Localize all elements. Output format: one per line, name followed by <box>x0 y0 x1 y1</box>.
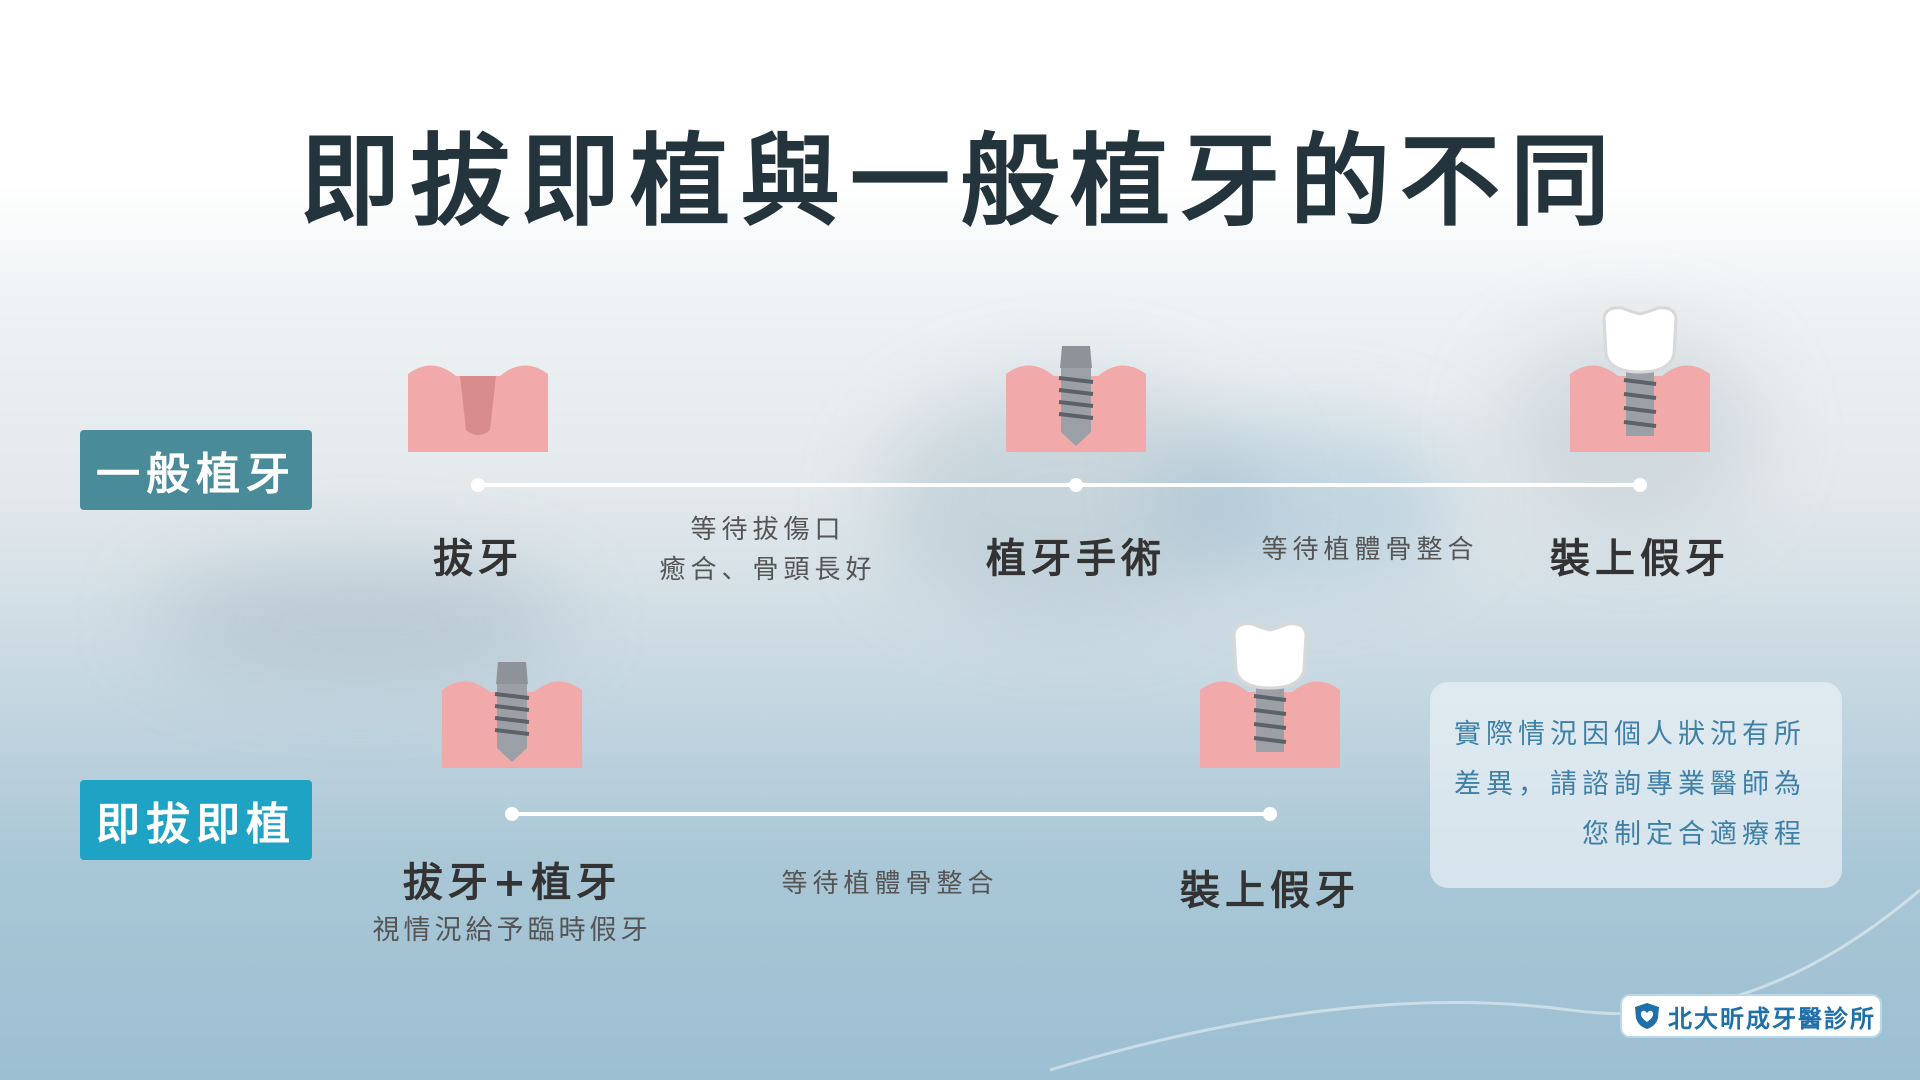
implant-crown-gum-icon <box>1570 306 1710 452</box>
immediate-timeline <box>512 812 1270 816</box>
step-label-extraction: 拔牙 <box>433 536 523 582</box>
step-label-crown: 裝上假牙 <box>1550 536 1730 582</box>
note-line: 您制定合適療程 <box>1582 819 1806 850</box>
implant-crown-gum-icon <box>1200 622 1340 768</box>
timeline-dot <box>1069 478 1083 492</box>
wait-label-osseointegration: 等待植體骨整合 <box>781 869 999 899</box>
wait-label-osseointegration: 等待植體骨整合 <box>1261 535 1479 565</box>
immediate-implant-badge: 即拔即植 <box>80 780 312 860</box>
wait-label-line: 癒合、骨頭長好 <box>659 555 877 585</box>
decorative-curve <box>1050 888 1920 1072</box>
general-implant-badge: 一般植牙 <box>80 430 312 510</box>
step-sublabel-temporary: 視情況給予臨時假牙 <box>372 915 652 946</box>
timeline-dot <box>1263 807 1277 821</box>
wait-label-line: 等待拔傷口 <box>690 515 846 545</box>
step-label-implant-surgery: 植牙手術 <box>986 536 1166 582</box>
timeline-dot <box>1633 478 1647 492</box>
page-title: 即拔即植與一般植牙的不同 <box>300 123 1620 240</box>
implant-post-gum-icon <box>442 662 582 768</box>
implant-post-gum-icon <box>1006 346 1146 452</box>
note-line: 差異，請諮詢專業醫師為 <box>1454 769 1806 800</box>
step-label-extraction-and-implant: 拔牙+植牙 <box>402 860 622 906</box>
timeline-dot <box>505 807 519 821</box>
background-blur <box>150 560 570 680</box>
general-timeline <box>478 483 1640 487</box>
shield-heart-icon <box>1635 1003 1659 1029</box>
step-label-crown: 裝上假牙 <box>1180 868 1360 914</box>
wait-label-healing: 等待拔傷口 癒合、骨頭長好 <box>659 510 876 590</box>
clinic-logo: 北大昕成牙醫診所 <box>1620 994 1882 1038</box>
background-blur <box>1160 420 1460 580</box>
extracted-tooth-gum-icon <box>408 365 548 452</box>
timeline-dot <box>471 478 485 492</box>
disclaimer-note: 實際情況因個人狀況有所 差異，請諮詢專業醫師為 您制定合適療程 <box>1430 682 1842 888</box>
clinic-name: 北大昕成牙醫診所 <box>1668 1004 1876 1033</box>
note-line: 實際情況因個人狀況有所 <box>1454 719 1806 750</box>
